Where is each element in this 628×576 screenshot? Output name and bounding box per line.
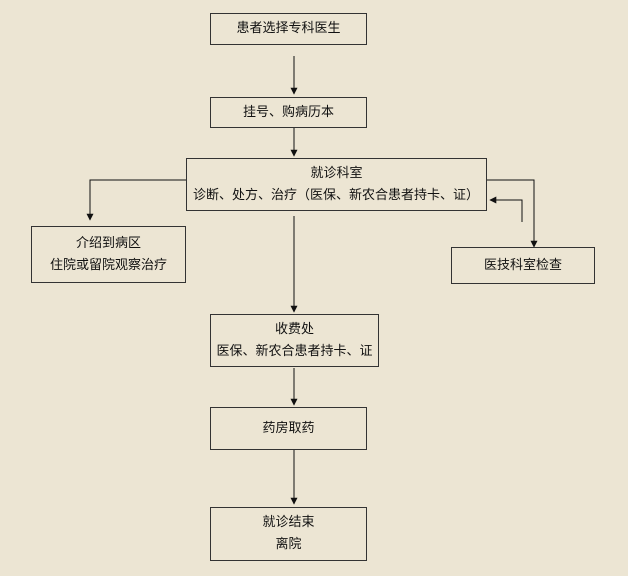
node-medtech: 医技科室检查 — [451, 247, 595, 284]
node-end-title: 就诊结束 — [262, 515, 315, 530]
node-ward-description: 住院或留院观察治疗 — [49, 257, 167, 273]
node-payment: 收费处 医保、新农合患者持卡、证 — [210, 314, 379, 367]
node-choose-doctor: 患者选择专科医生 — [210, 13, 367, 45]
node-ward: 介绍到病区 住院或留院观察治疗 — [31, 226, 186, 283]
arrow-clinic-to-medtech — [487, 179, 538, 248]
node-clinic-description: 诊断、处方、治疗（医保、新农合患者持卡、证） — [193, 187, 480, 203]
node-medtech-label: 医技科室检查 — [483, 257, 562, 273]
node-clinic-title: 就诊科室 — [310, 165, 363, 181]
node-registration: 挂号、购病历本 — [210, 97, 367, 128]
node-payment-title: 收费处 — [274, 321, 314, 337]
node-clinic: 就诊科室 诊断、处方、治疗（医保、新农合患者持卡、证） — [186, 158, 487, 211]
arrow-clinic-to-ward — [86, 179, 186, 221]
node-ward-title: 介绍到病区 — [75, 235, 141, 251]
node-pharmacy-label: 药房取药 — [262, 420, 315, 436]
arrow-medtech-to-clinic — [489, 196, 523, 222]
node-end-description: 离院 — [275, 537, 302, 552]
node-registration-label: 挂号、购病历本 — [242, 104, 334, 120]
node-payment-description: 医保、新农合患者持卡、证 — [216, 343, 373, 359]
node-pharmacy: 药房取药 — [210, 407, 367, 450]
node-choose-doctor-label: 患者选择专科医生 — [236, 21, 341, 36]
node-end: 就诊结束 离院 — [210, 507, 367, 561]
